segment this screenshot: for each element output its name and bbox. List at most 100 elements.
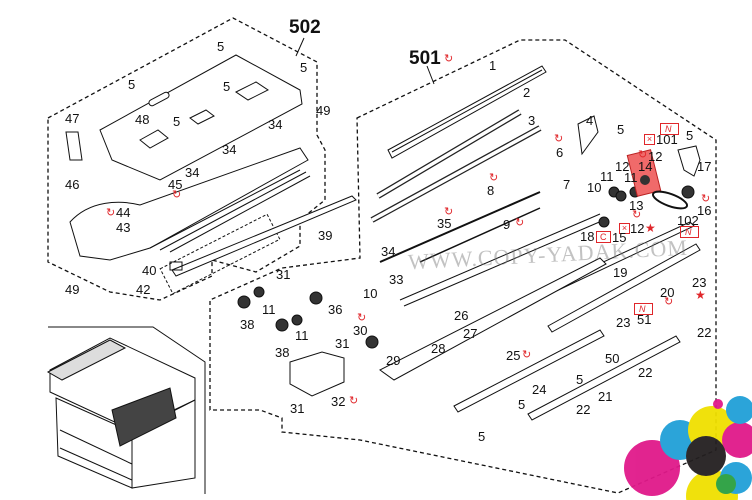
callout-42: 42 [136, 282, 151, 297]
label-501: 501 [409, 48, 441, 69]
callout-5: 5 [128, 77, 136, 92]
callout-5: 5 [173, 114, 181, 129]
new-part-tag: N [660, 123, 679, 135]
callout-48: 48 [135, 112, 150, 127]
callout-28: 28 [431, 341, 446, 356]
star-icon: ★ [645, 221, 656, 235]
callout-21: 21 [598, 389, 613, 404]
rotate-icon: ↻ [106, 207, 116, 219]
changed-part-tag: C [596, 231, 611, 243]
callout-36: 36 [328, 302, 343, 317]
callout-101: 101 [656, 132, 678, 147]
callout-19: 19 [613, 265, 628, 280]
part-17-bracket [677, 145, 701, 177]
callout-24: 24 [532, 382, 547, 397]
part-32-motor-bracket [289, 351, 345, 397]
callout-35: 35 [437, 216, 452, 231]
part-21-plate [527, 335, 681, 421]
callout-5: 5 [217, 39, 225, 54]
callout-10: 10 [587, 180, 602, 195]
callout-6: 6 [556, 145, 564, 160]
part-3-auger [370, 125, 542, 223]
callout-43: 43 [116, 220, 131, 235]
callout-38: 38 [240, 317, 255, 332]
callout-47: 47 [65, 111, 80, 126]
star-icon: ★ [695, 288, 706, 302]
rotate-icon: ↻ [554, 133, 564, 145]
callout-27: 27 [463, 326, 478, 341]
callout-18: 18 [580, 229, 595, 244]
part-4-bracket [577, 115, 599, 156]
rotate-icon: ↻ [664, 296, 674, 308]
part-25-frame [379, 257, 607, 381]
new-part-tag: N [680, 226, 699, 238]
part-39-rod [171, 195, 357, 277]
rotate-icon: ↻ [515, 217, 525, 229]
part-48-top-cover [99, 54, 303, 181]
callout-7: 7 [563, 177, 571, 192]
callout-34: 34 [268, 117, 283, 132]
callout-22: 22 [697, 325, 712, 340]
callout-31: 31 [276, 267, 291, 282]
part-8-rod [379, 191, 541, 263]
callout-8: 8 [487, 183, 495, 198]
callout-30: 30 [353, 323, 368, 338]
unit-502-boundary [47, 17, 326, 301]
callout-38: 38 [275, 345, 290, 360]
rotate-icon: ↻ [444, 206, 454, 218]
rotate-icon: ↻ [444, 53, 454, 65]
callout-26: 26 [454, 308, 469, 323]
callout-11: 11 [624, 170, 638, 185]
callout-17: 17 [697, 159, 712, 174]
callout-20: 20 [660, 285, 675, 300]
discontinued-icon: × [644, 134, 655, 145]
callout-5: 5 [617, 122, 625, 137]
rotate-icon: ↻ [638, 149, 648, 161]
callout-23: 23 [692, 275, 707, 290]
cmyk-logo [624, 396, 752, 500]
callout-14: 14 [638, 159, 653, 174]
callout-50: 50 [605, 351, 620, 366]
rotate-icon: ↻ [489, 172, 499, 184]
part-42-guide [69, 147, 309, 261]
part-9-rod [419, 207, 541, 263]
part-2-auger [376, 109, 522, 199]
callout-5: 5 [478, 429, 486, 444]
new-part-tag: N [634, 303, 653, 315]
callout-34: 34 [185, 165, 200, 180]
callout-32: 32 [331, 394, 346, 409]
rotate-icon: ↻ [357, 312, 367, 324]
part-102-belt [651, 190, 689, 210]
callout-12: 12 [615, 159, 630, 174]
callout-9: 9 [503, 217, 511, 232]
callout-5: 5 [686, 128, 694, 143]
callout-25: 25 [506, 348, 521, 363]
callout-12: 12 [630, 221, 645, 236]
callout-10: 10 [363, 286, 378, 301]
rotate-icon: ↻ [632, 209, 642, 221]
part-47-bracket [65, 131, 83, 161]
rotate-icon: ↻ [349, 395, 359, 407]
callout-11: 11 [600, 169, 614, 184]
part-24-plate [453, 329, 605, 413]
callout-22: 22 [638, 365, 653, 380]
callout-31: 31 [290, 401, 305, 416]
rotate-icon: ↻ [522, 349, 532, 361]
callout-15: 15 [612, 230, 627, 245]
callout-11: 11 [295, 328, 309, 343]
callout-16: 16 [697, 203, 712, 218]
callout-44: 44 [116, 205, 131, 220]
callout-31: 31 [335, 336, 350, 351]
part-20-bar [547, 243, 701, 333]
callout-2: 2 [523, 85, 531, 100]
unit-501-boundary [209, 39, 717, 494]
callout-3: 3 [528, 113, 536, 128]
callout-11: 11 [262, 302, 276, 317]
callout-23: 23 [616, 315, 631, 330]
rotate-icon: ↻ [172, 189, 182, 201]
callout-13: 13 [629, 198, 644, 213]
callout-5: 5 [300, 60, 308, 75]
copier-inset [46, 337, 196, 489]
